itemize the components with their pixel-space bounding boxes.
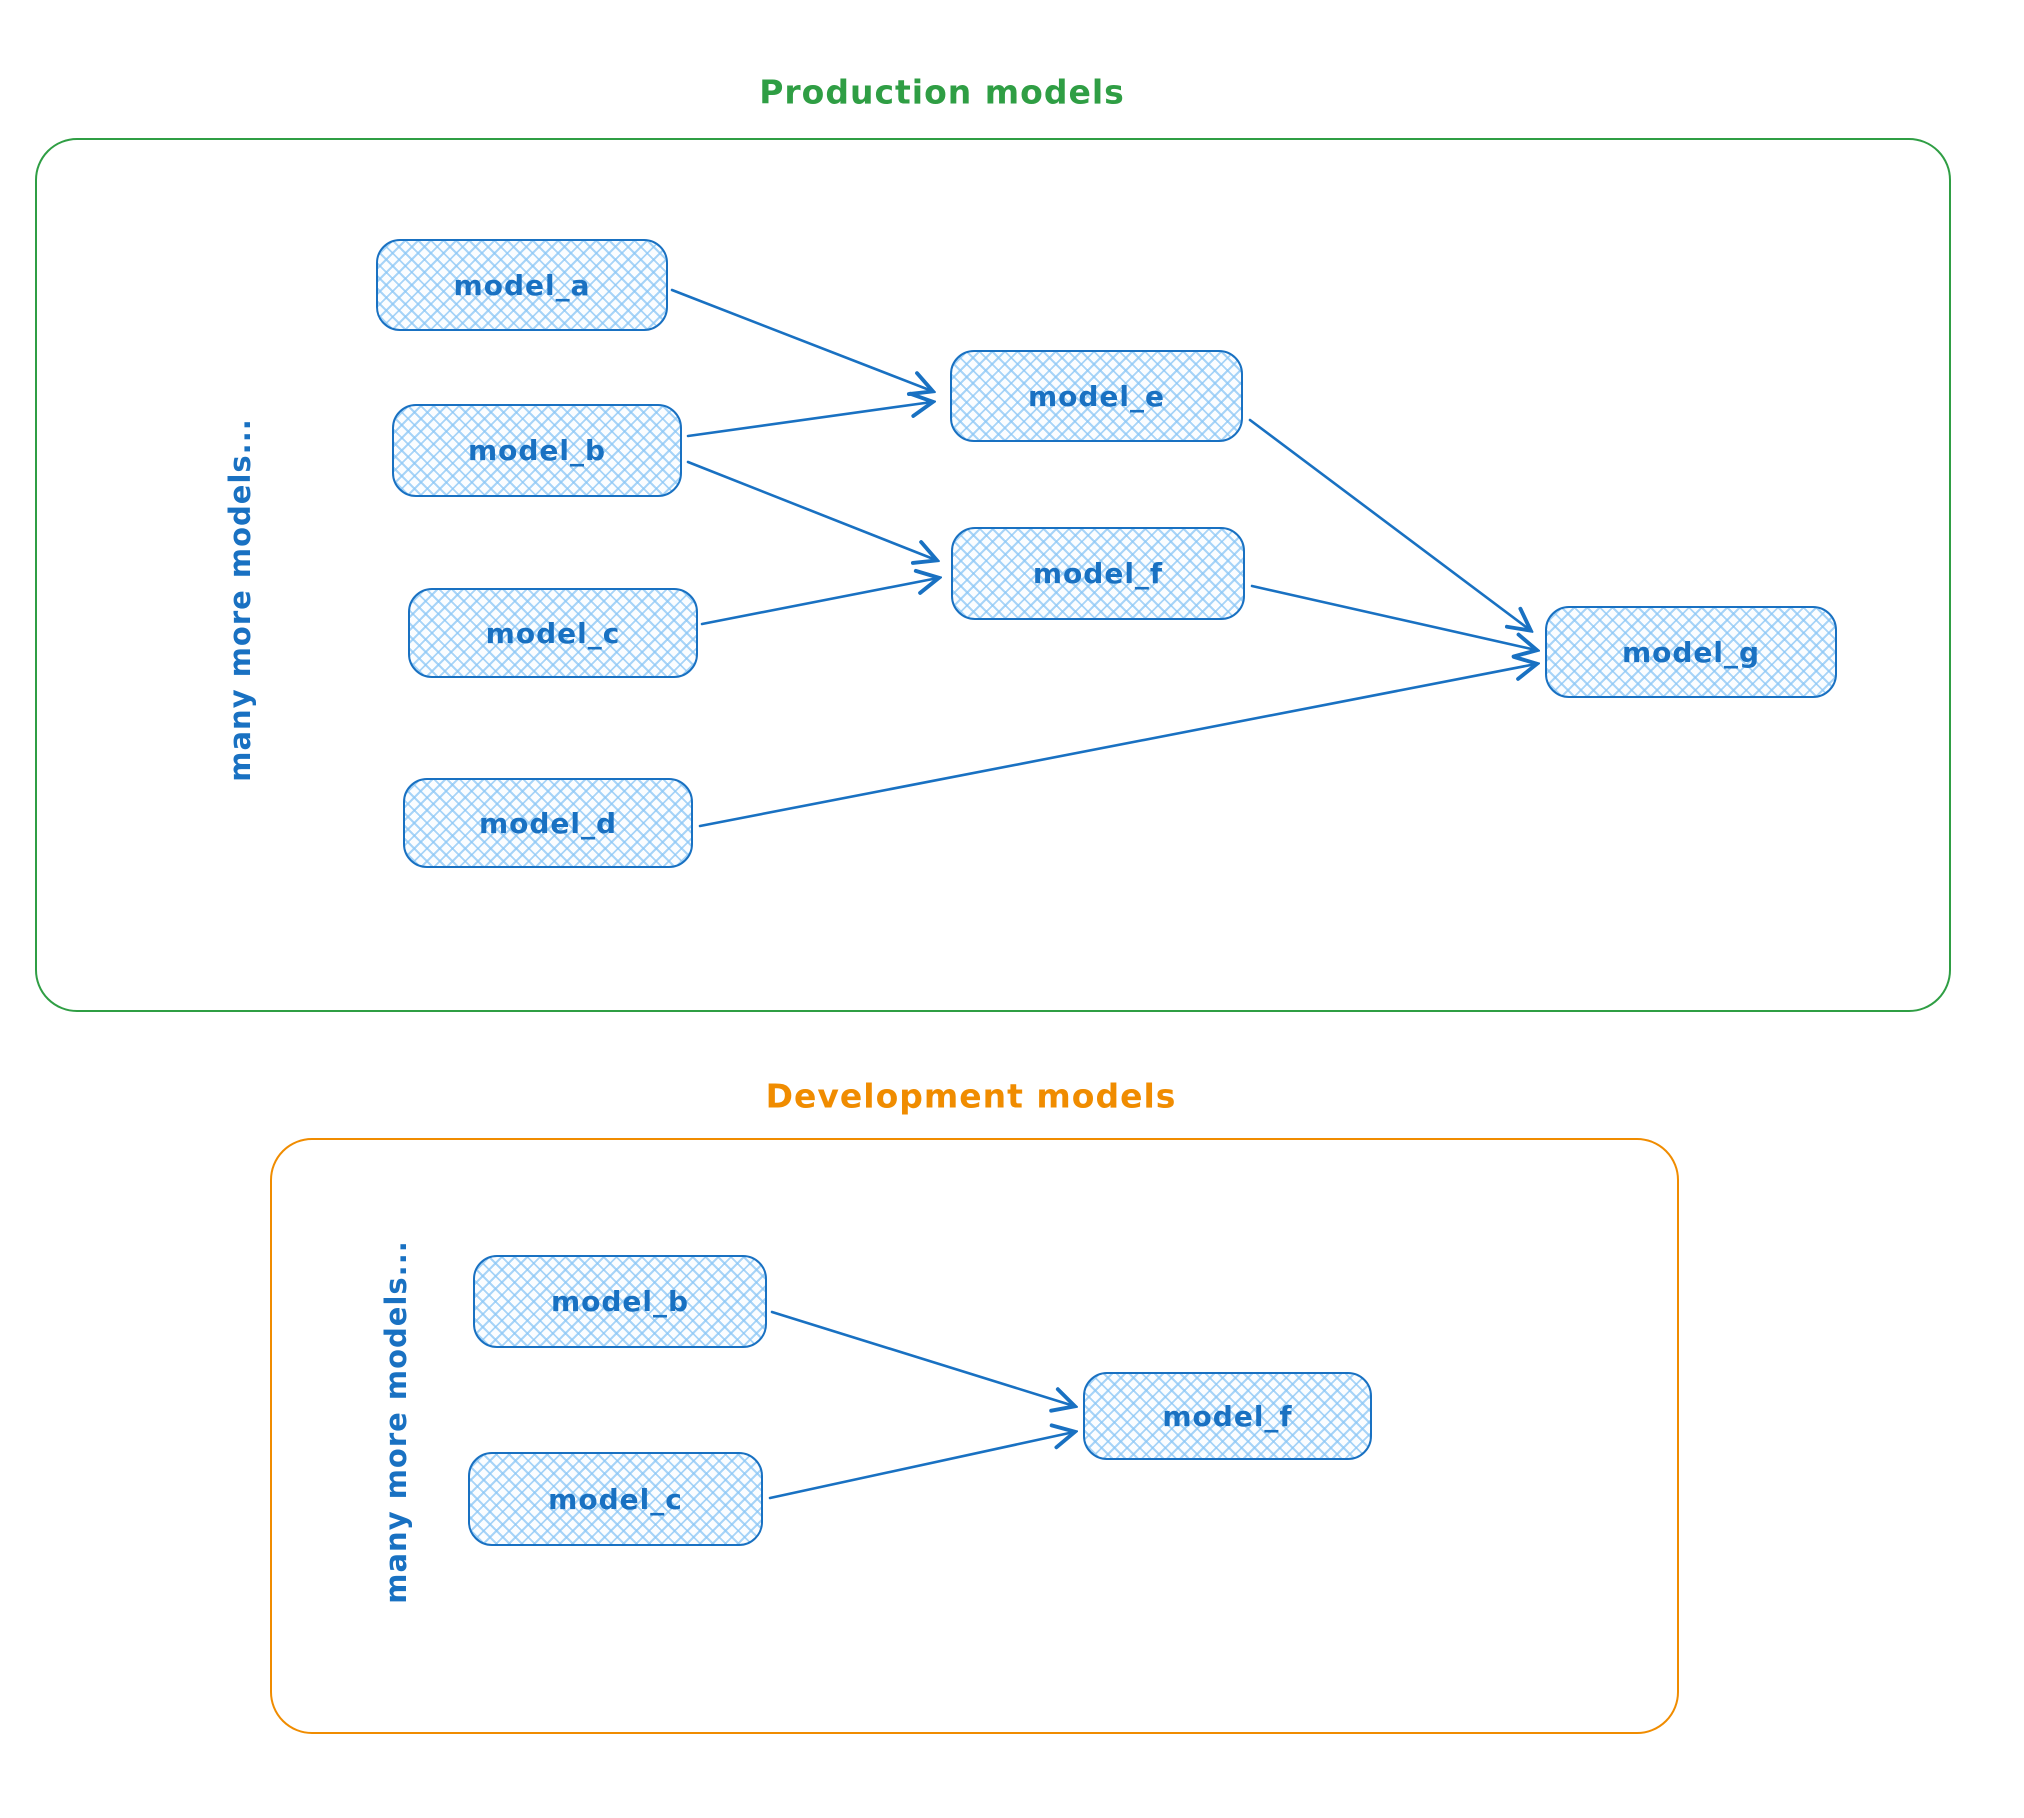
node-production-model-a: model_a (376, 239, 668, 331)
node-label: model_c (548, 1482, 683, 1516)
node-label: model_c (485, 616, 621, 650)
development-side-label: many more models... (379, 1240, 413, 1604)
node-label: model_a (453, 268, 591, 302)
node-development-model-b: model_b (473, 1255, 767, 1348)
node-production-model-g: model_g (1545, 606, 1837, 698)
node-label: model_e (1027, 379, 1166, 413)
node-production-model-f: model_f (951, 527, 1245, 620)
node-label: model_f (1162, 1399, 1293, 1433)
node-label: model_f (1032, 557, 1164, 590)
node-label: model_d (478, 806, 618, 840)
node-development-model-c: model_c (468, 1452, 763, 1546)
development-container (270, 1138, 1679, 1734)
node-production-model-d: model_d (403, 778, 693, 868)
development-section-title: Development models (765, 1076, 1177, 1116)
production-container (35, 138, 1951, 1012)
production-section-title: Production models (759, 72, 1125, 112)
node-label: model_b (550, 1285, 690, 1318)
node-label: model_g (1621, 635, 1761, 669)
production-side-label: many more models... (223, 418, 257, 782)
node-development-model-f: model_f (1083, 1372, 1372, 1460)
node-label: model_b (467, 434, 607, 467)
node-production-model-b: model_b (392, 404, 682, 497)
node-production-model-e: model_e (950, 350, 1243, 442)
node-production-model-c: model_c (408, 588, 698, 678)
